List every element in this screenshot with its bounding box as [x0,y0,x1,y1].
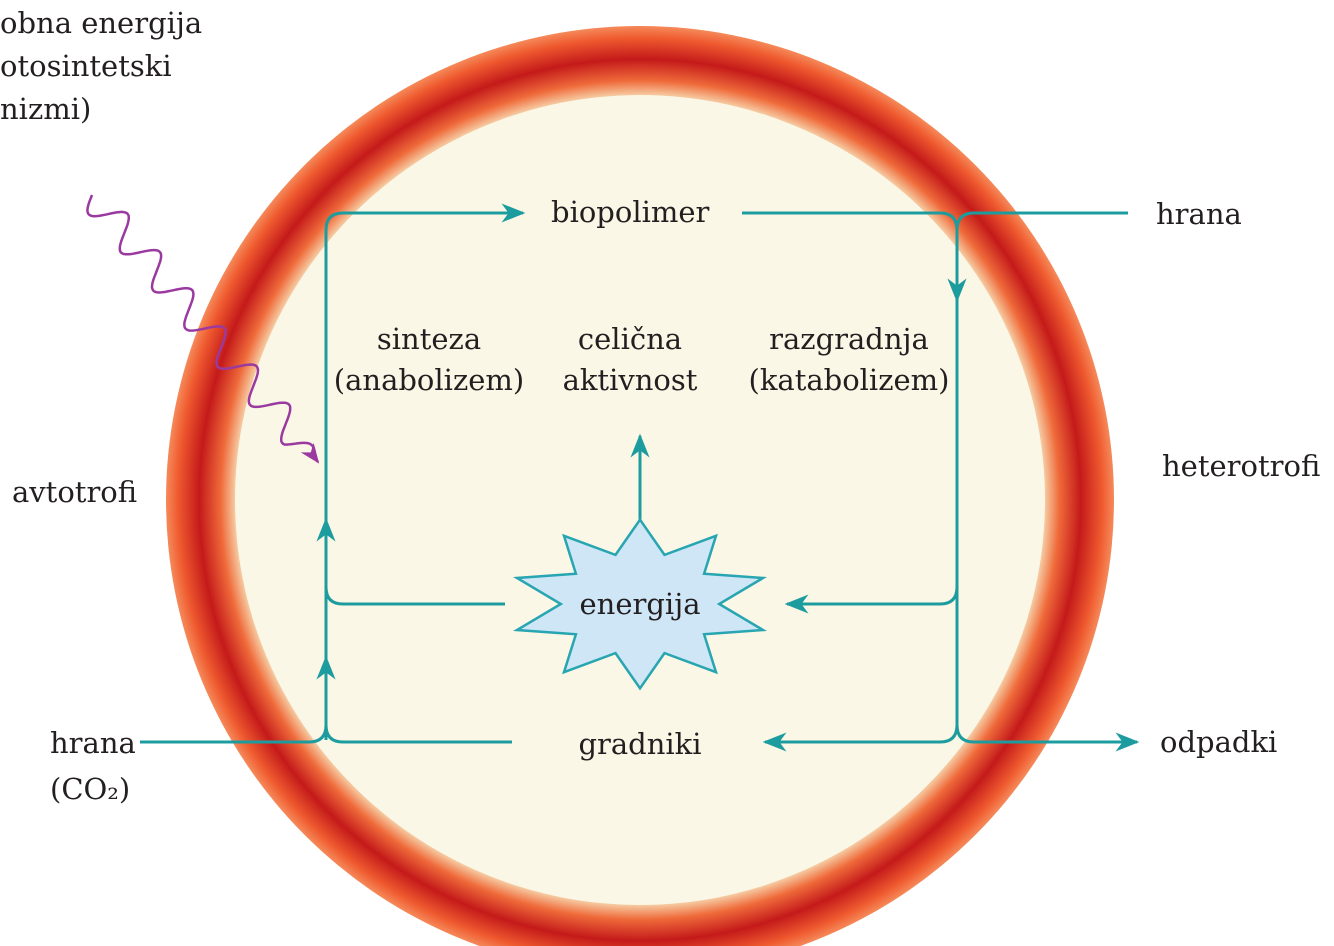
synthesis-label-line-2: (anabolizem) [318,366,540,395]
synthesis-label: sinteza (anabolizem) [318,325,540,395]
light-energy-label-line-2: otosintetski [0,52,172,81]
synthesis-label-line-1: sinteza [318,325,540,354]
energy-label: energija [560,590,720,619]
cell-activity-label-line-2: aktivnost [540,366,720,395]
building-blocks-label: gradniki [560,730,720,759]
food-input-left-label: hrana [50,729,136,758]
cell-activity-label: celična aktivnost [540,325,720,395]
breakdown-label-line-2: (katabolizem) [735,366,963,395]
food-input-right-label: hrana [1156,200,1242,229]
autotrophs-label: avtotrofi [12,478,137,507]
light-energy-label-line-1: obna energija [0,9,202,38]
food-input-left-sublabel: (CO₂) [50,775,130,804]
cell-activity-label-line-1: celična [540,325,720,354]
light-energy-label-line-3: nizmi) [0,95,91,124]
breakdown-label-line-1: razgradnja [735,325,963,354]
waste-label: odpadki [1160,728,1277,757]
heterotrophs-label: heterotrofi [1162,452,1320,481]
biopolymer-label: biopolimer [551,198,709,227]
breakdown-label: razgradnja (katabolizem) [735,325,963,395]
